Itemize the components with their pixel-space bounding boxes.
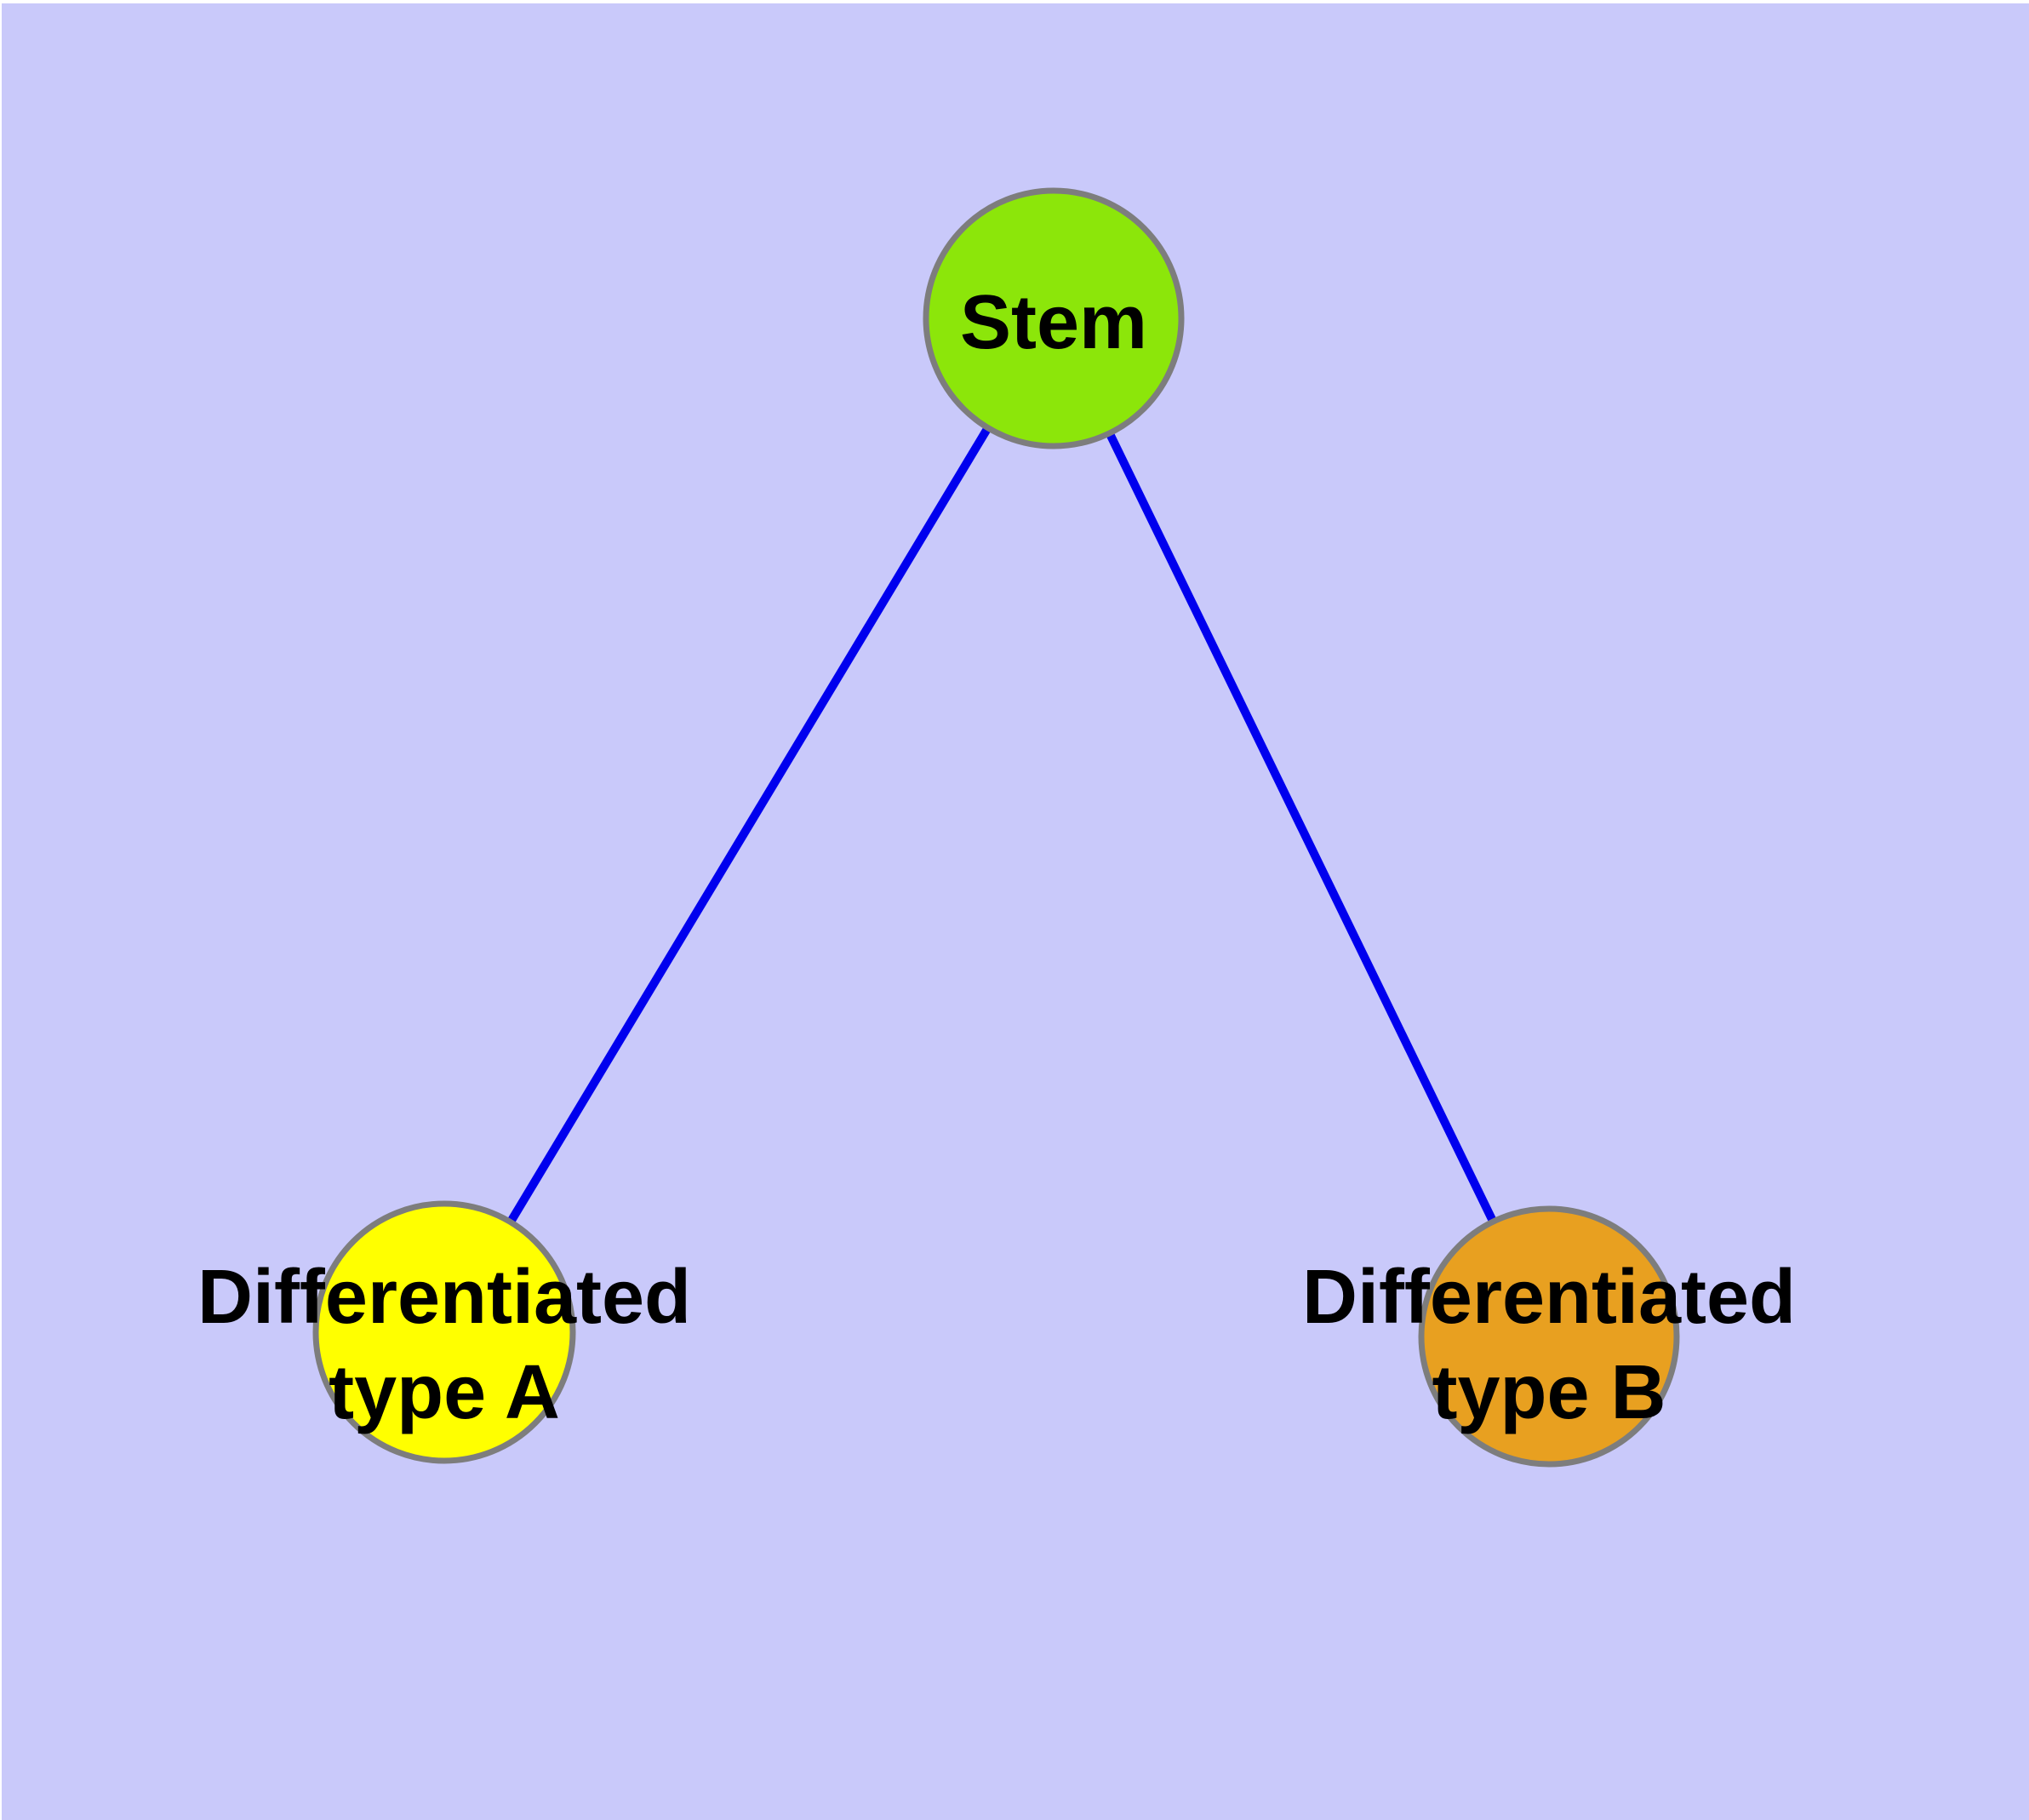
node-stem-label: Stem — [960, 280, 1147, 365]
node-type-b-label-line1: Differentiated — [1302, 1255, 1796, 1340]
node-type-a-label-line2: type A — [329, 1350, 560, 1435]
node-differentiated-type-a: Differentiated type A — [197, 1200, 691, 1464]
node-stem: Stem — [923, 187, 1185, 449]
node-type-b-label-line2: type B — [1432, 1350, 1666, 1435]
edge-stem-to-type-a — [440, 316, 1058, 1335]
node-type-b-circle — [1418, 1205, 1680, 1468]
node-type-a-label-line1: Differentiated — [197, 1255, 691, 1340]
node-type-a-circle — [312, 1200, 576, 1464]
edge-stem-to-type-b — [1049, 316, 1553, 1339]
node-stem-circle — [923, 187, 1185, 449]
node-differentiated-type-b: Differentiated type B — [1302, 1205, 1796, 1468]
